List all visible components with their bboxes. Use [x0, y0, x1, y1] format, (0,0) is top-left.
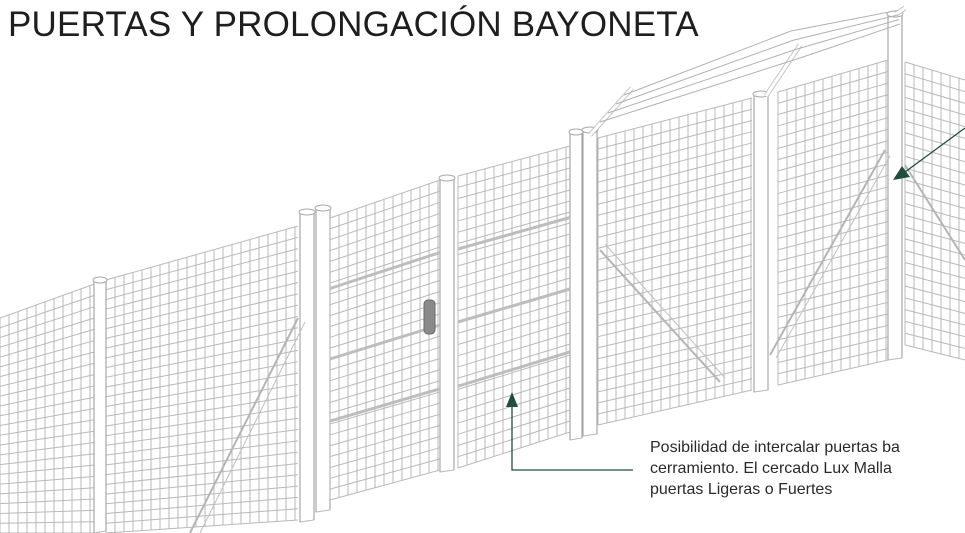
caption-line-3: puertas Ligeras o Fuertes — [650, 481, 833, 498]
arrow-bayonet — [904, 127, 965, 173]
caption-text: Posibilidad de intercalar puertas ba cer… — [650, 437, 965, 500]
fence-panel-right — [597, 59, 965, 426]
fence-illustration — [0, 5, 965, 533]
fence-braces — [189, 149, 965, 533]
fence-panel-left — [0, 225, 299, 533]
gate-double-leaf — [329, 145, 571, 501]
gate-handle — [423, 299, 436, 335]
arrow-bayonet-head — [893, 166, 910, 180]
arrow-gate-head — [506, 392, 518, 407]
arrow-gate — [511, 404, 633, 471]
bayonet-extension — [588, 5, 907, 137]
page-title: PUERTAS Y PROLONGACIÓN BAYONETA — [8, 5, 699, 44]
caption-line-2: cerramiento. El cercado Lux Malla — [650, 460, 892, 477]
caption-line-1: Posibilidad de intercalar puertas ba — [650, 439, 900, 456]
fence-posts — [92, 10, 904, 533]
